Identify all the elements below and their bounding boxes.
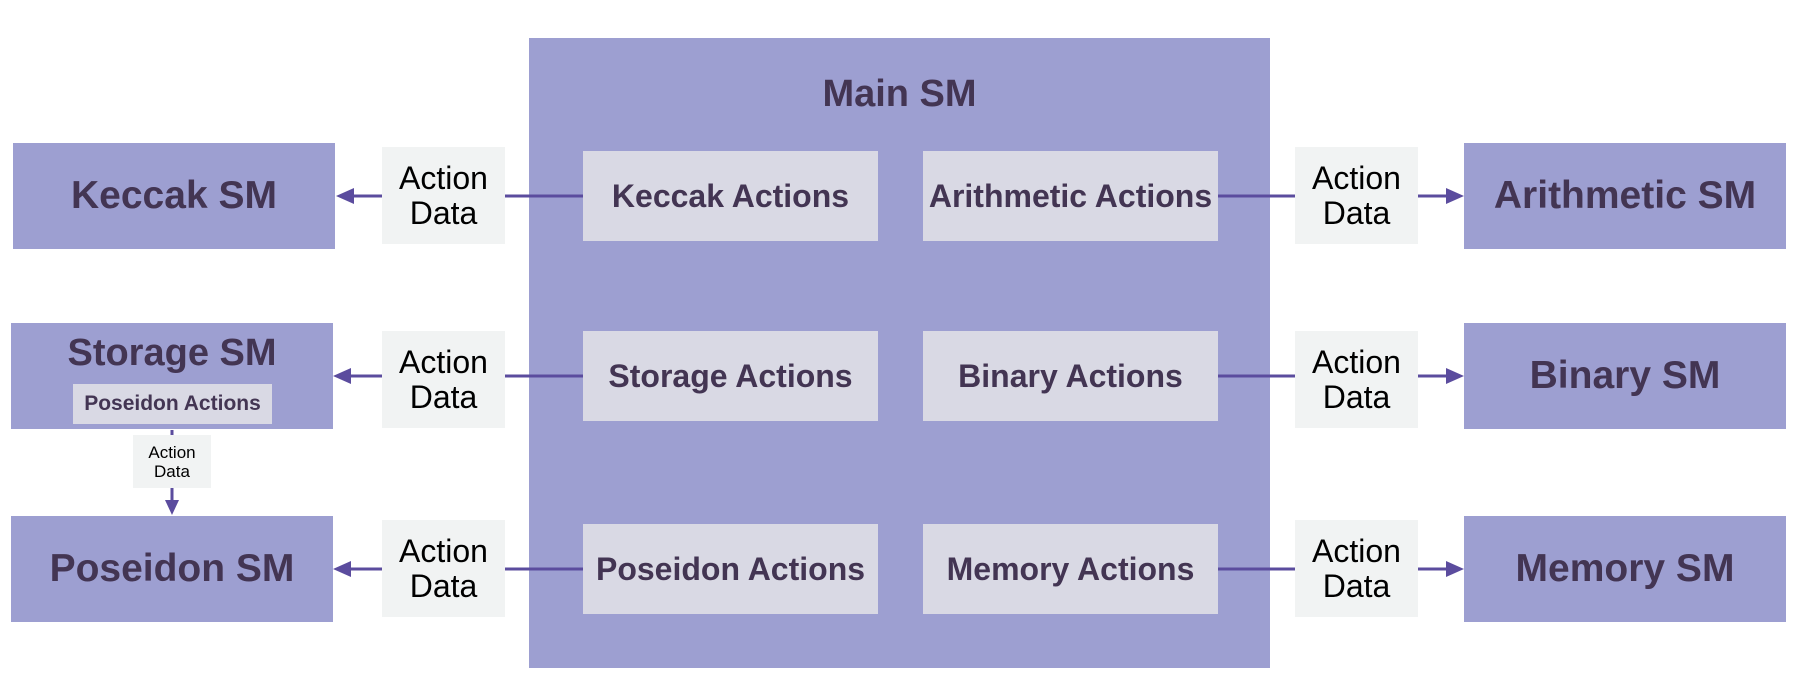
keccak-sm-box: Keccak SM bbox=[13, 143, 335, 249]
arrowhead-binary bbox=[1446, 368, 1464, 384]
edge-label-memory: Action Data bbox=[1295, 520, 1418, 617]
arithmetic-actions-box: Arithmetic Actions bbox=[923, 151, 1218, 241]
memory-actions-box: Memory Actions bbox=[923, 524, 1218, 614]
arrowhead-arithmetic bbox=[1446, 188, 1464, 204]
edge-label-keccak: Action Data bbox=[382, 147, 505, 244]
storage-sm-title: Storage SM bbox=[67, 331, 277, 374]
poseidon-sm-box: Poseidon SM bbox=[11, 516, 333, 622]
memory-sm-box: Memory SM bbox=[1464, 516, 1786, 622]
binary-actions-box: Binary Actions bbox=[923, 331, 1218, 421]
edge-label-storage-to-poseidon: Action Data bbox=[133, 435, 211, 488]
keccak-actions-box: Keccak Actions bbox=[583, 151, 878, 241]
edge-label-storage: Action Data bbox=[382, 331, 505, 428]
arrowhead-memory bbox=[1446, 561, 1464, 577]
arithmetic-sm-box: Arithmetic SM bbox=[1464, 143, 1786, 249]
edge-label-arithmetic: Action Data bbox=[1295, 147, 1418, 244]
arrowhead-storage-to-poseidon bbox=[165, 500, 179, 515]
edge-label-poseidon: Action Data bbox=[382, 520, 505, 617]
storage-sm-poseidon-actions: Poseidon Actions bbox=[73, 384, 272, 424]
arrowhead-keccak bbox=[336, 188, 354, 204]
binary-sm-box: Binary SM bbox=[1464, 323, 1786, 429]
arrowhead-poseidon bbox=[333, 561, 351, 577]
arrowhead-storage bbox=[333, 368, 351, 384]
poseidon-actions-box: Poseidon Actions bbox=[583, 524, 878, 614]
edge-label-binary: Action Data bbox=[1295, 331, 1418, 428]
storage-actions-box: Storage Actions bbox=[583, 331, 878, 421]
main-sm-title: Main SM bbox=[822, 72, 977, 115]
